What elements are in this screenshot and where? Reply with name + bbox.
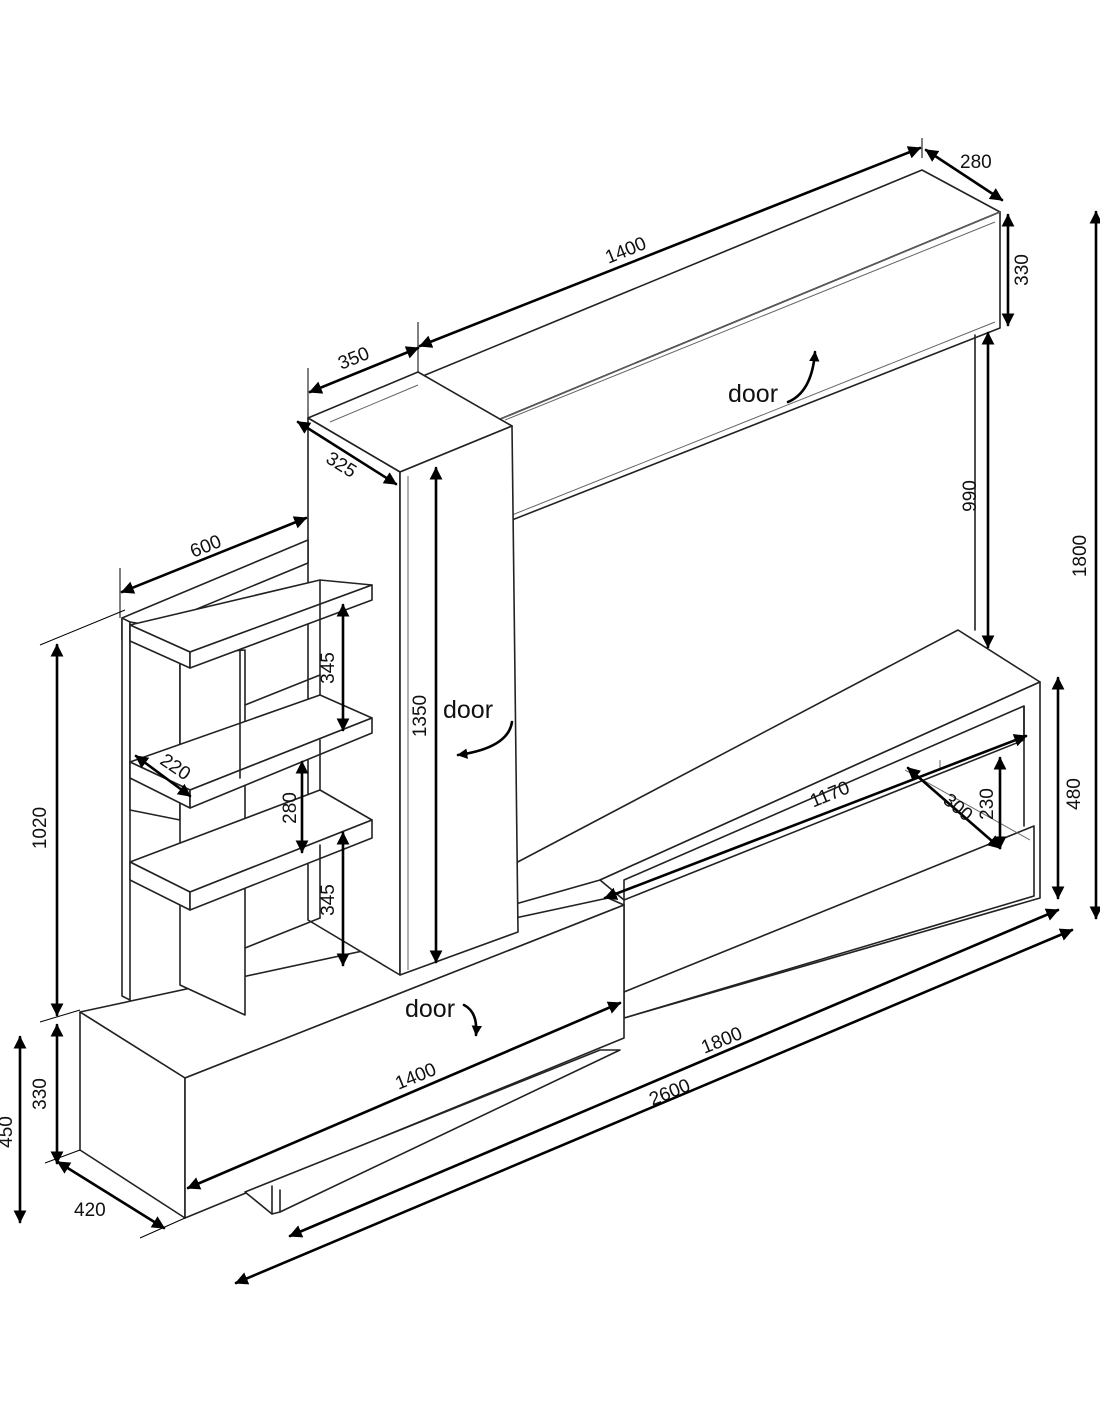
label-right-open-height: 230: [977, 788, 998, 820]
door-arrows: [456, 350, 820, 1037]
label-base-total-height: 450: [0, 1116, 17, 1148]
label-top-depth: 280: [960, 152, 992, 173]
label-top-height: 330: [1012, 254, 1033, 286]
label-door-base: door: [405, 995, 455, 1023]
label-side-height: 1020: [30, 807, 51, 849]
label-right-unit-height: 480: [1064, 778, 1085, 810]
label-shelf-gap-mid: 280: [280, 792, 301, 824]
label-shelf-gap-upper: 345: [318, 652, 339, 684]
label-total-height: 1800: [1070, 535, 1091, 577]
label-door-tower: door: [443, 696, 493, 724]
label-base-depth: 420: [74, 1200, 106, 1221]
label-gap-height: 990: [960, 480, 981, 512]
dimension-lines: [13, 138, 1100, 1285]
label-door-top: door: [728, 380, 778, 408]
label-shelf-gap-lower: 345: [318, 884, 339, 916]
label-shelf-width: 600: [187, 531, 224, 562]
label-base-height: 330: [30, 1078, 51, 1110]
label-tower-height: 1350: [410, 695, 431, 737]
